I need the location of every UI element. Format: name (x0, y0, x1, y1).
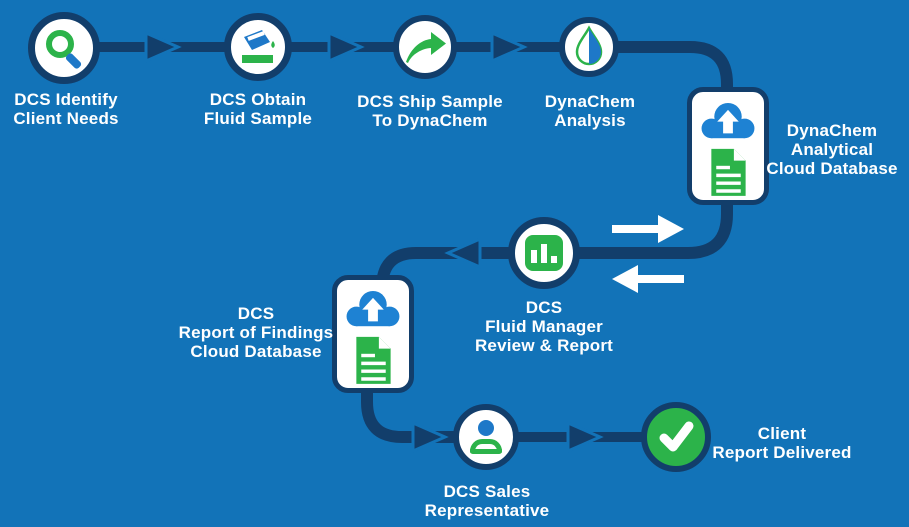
arrowhead-right-icon (144, 30, 182, 64)
white-arrow-right-icon (612, 215, 684, 243)
checkmark-icon (659, 421, 694, 452)
magnifier-icon (43, 27, 85, 70)
node-sales-rep (453, 404, 519, 470)
node-identify (28, 12, 100, 84)
document-icon (711, 149, 746, 197)
white-arrow-left-icon (612, 265, 684, 293)
document-icon (356, 337, 391, 385)
arrow-swoosh-icon (406, 32, 446, 63)
node-fluid-manager (508, 217, 580, 289)
node-dynachem-cloud (687, 87, 769, 205)
beaker-pour-icon (242, 30, 275, 63)
arrowhead-right-icon (411, 420, 449, 454)
node-obtain (224, 13, 292, 81)
node-analysis (559, 17, 619, 77)
node-report-cloud (332, 275, 414, 393)
person-icon (470, 420, 502, 454)
arrowhead-right-icon (566, 420, 604, 454)
arrowhead-right-icon (490, 30, 528, 64)
connector-cloud-manager-report (376, 196, 733, 300)
cloud-upload-icon (346, 290, 400, 327)
node-delivered (641, 402, 711, 472)
cloud-upload-icon (701, 102, 755, 139)
connector-report-sales (361, 388, 460, 443)
node-ship (393, 15, 457, 79)
arrowhead-left-icon (444, 236, 482, 270)
arrowhead-right-icon (327, 30, 365, 64)
droplet-icon (575, 25, 603, 66)
bar-chart-icon (525, 235, 563, 271)
connector-analysis-cloud (615, 41, 733, 95)
